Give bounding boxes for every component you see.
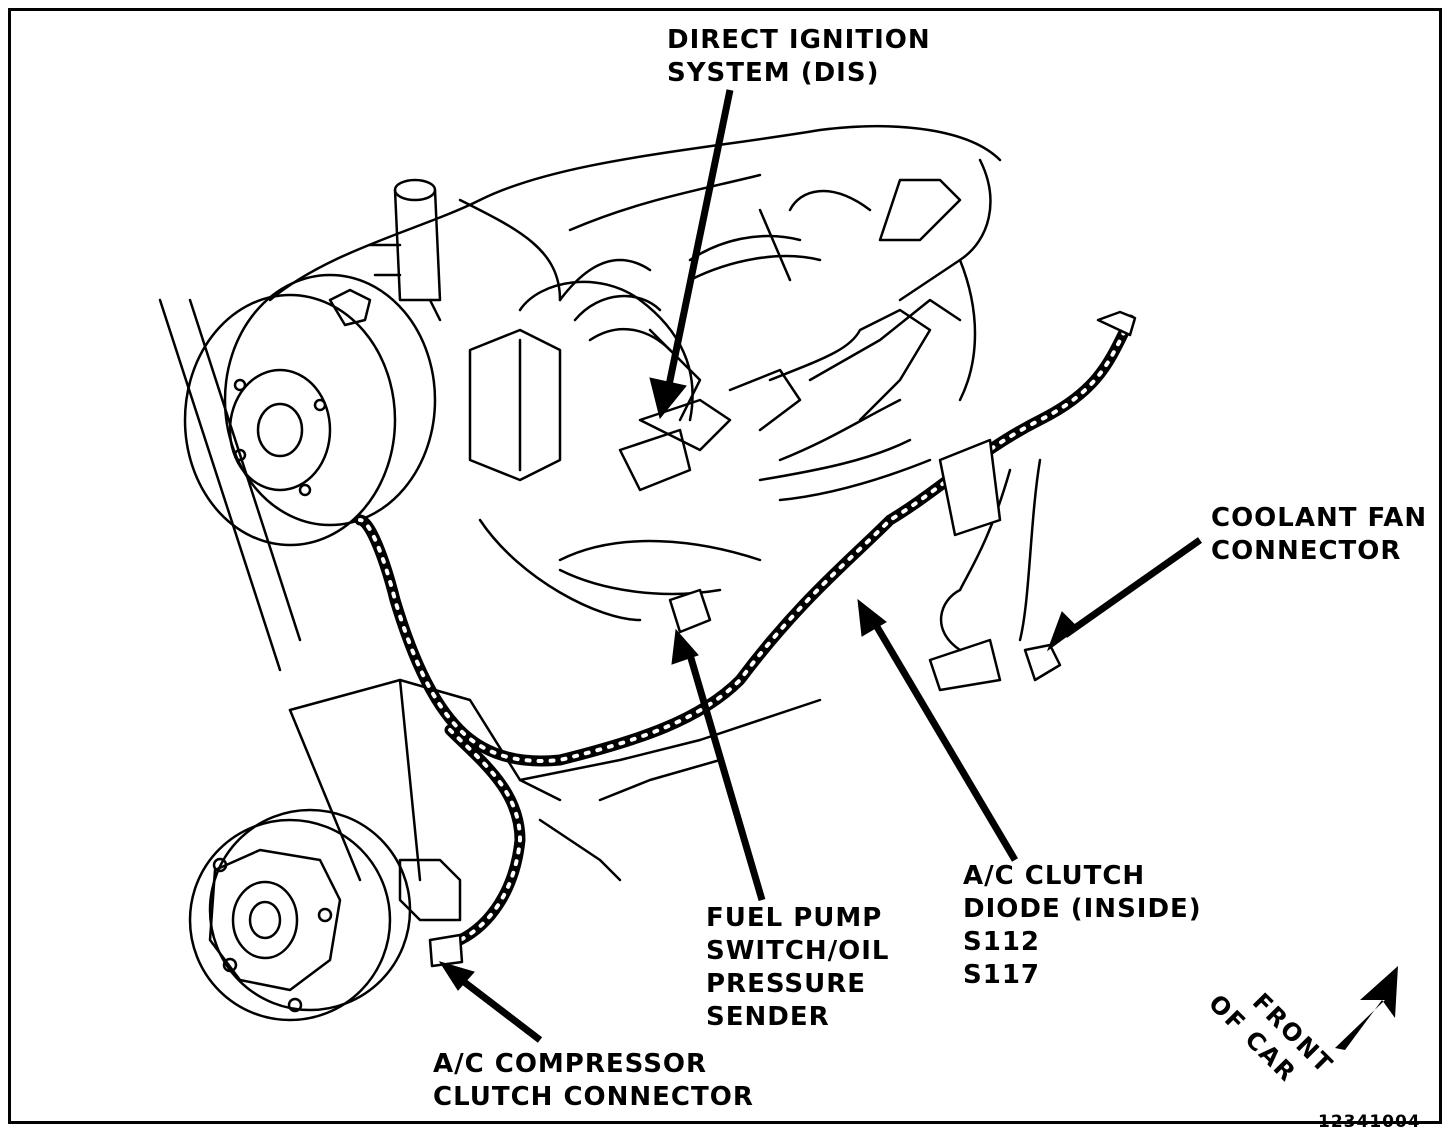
callout-dis: DIRECT IGNITION SYSTEM (DIS) — [667, 24, 931, 90]
callout-coolant-fan-line-2: CONNECTOR — [1211, 536, 1402, 566]
callout-ac-compressor-line-2: CLUTCH CONNECTOR — [433, 1082, 754, 1112]
ac-compressor-pulley — [188, 808, 412, 1022]
callout-ac-clutch-diode-line-4: S117 — [963, 960, 1040, 990]
dis-module — [468, 328, 732, 492]
callout-dis-line-2: SYSTEM (DIS) — [667, 58, 880, 88]
figure-number: 12341004 — [1318, 1112, 1421, 1132]
coolant-fan-pigtail — [928, 458, 1062, 692]
callout-ac-clutch-diode: A/C CLUTCH DIODE (INSIDE) S112 S117 — [963, 860, 1202, 992]
callout-ac-clutch-diode-line-3: S112 — [963, 927, 1040, 957]
front-of-car-arrow — [1335, 966, 1398, 1050]
callout-fuel-pump: FUEL PUMP SWITCH/OIL PRESSURE SENDER — [706, 902, 890, 1034]
callout-fuel-pump-line-4: SENDER — [706, 1002, 830, 1032]
engine-block-outline — [268, 125, 1002, 622]
callout-fuel-pump-line-2: SWITCH/OIL — [706, 936, 890, 966]
thermostat-housing — [368, 178, 442, 322]
callout-ac-compressor: A/C COMPRESSOR CLUTCH CONNECTOR — [433, 1048, 754, 1114]
connector-blocks — [428, 310, 1137, 968]
callout-ac-clutch-diode-line-2: DIODE (INSIDE) — [963, 894, 1202, 924]
upper-pulley — [158, 273, 437, 672]
spark-plug-wires — [558, 234, 962, 502]
callout-fuel-pump-line-3: PRESSURE — [706, 969, 867, 999]
leader-arrows — [438, 89, 1203, 1043]
callout-coolant-fan: COOLANT FAN CONNECTOR — [1211, 502, 1427, 568]
callout-ac-clutch-diode-line-1: A/C CLUTCH — [963, 861, 1146, 891]
callout-dis-line-1: DIRECT IGNITION — [667, 25, 931, 55]
engine-lower-block — [288, 678, 822, 922]
callout-fuel-pump-line-1: FUEL PUMP — [706, 903, 883, 933]
callout-ac-compressor-line-1: A/C COMPRESSOR — [433, 1049, 708, 1079]
callout-coolant-fan-line-1: COOLANT FAN — [1211, 503, 1428, 533]
